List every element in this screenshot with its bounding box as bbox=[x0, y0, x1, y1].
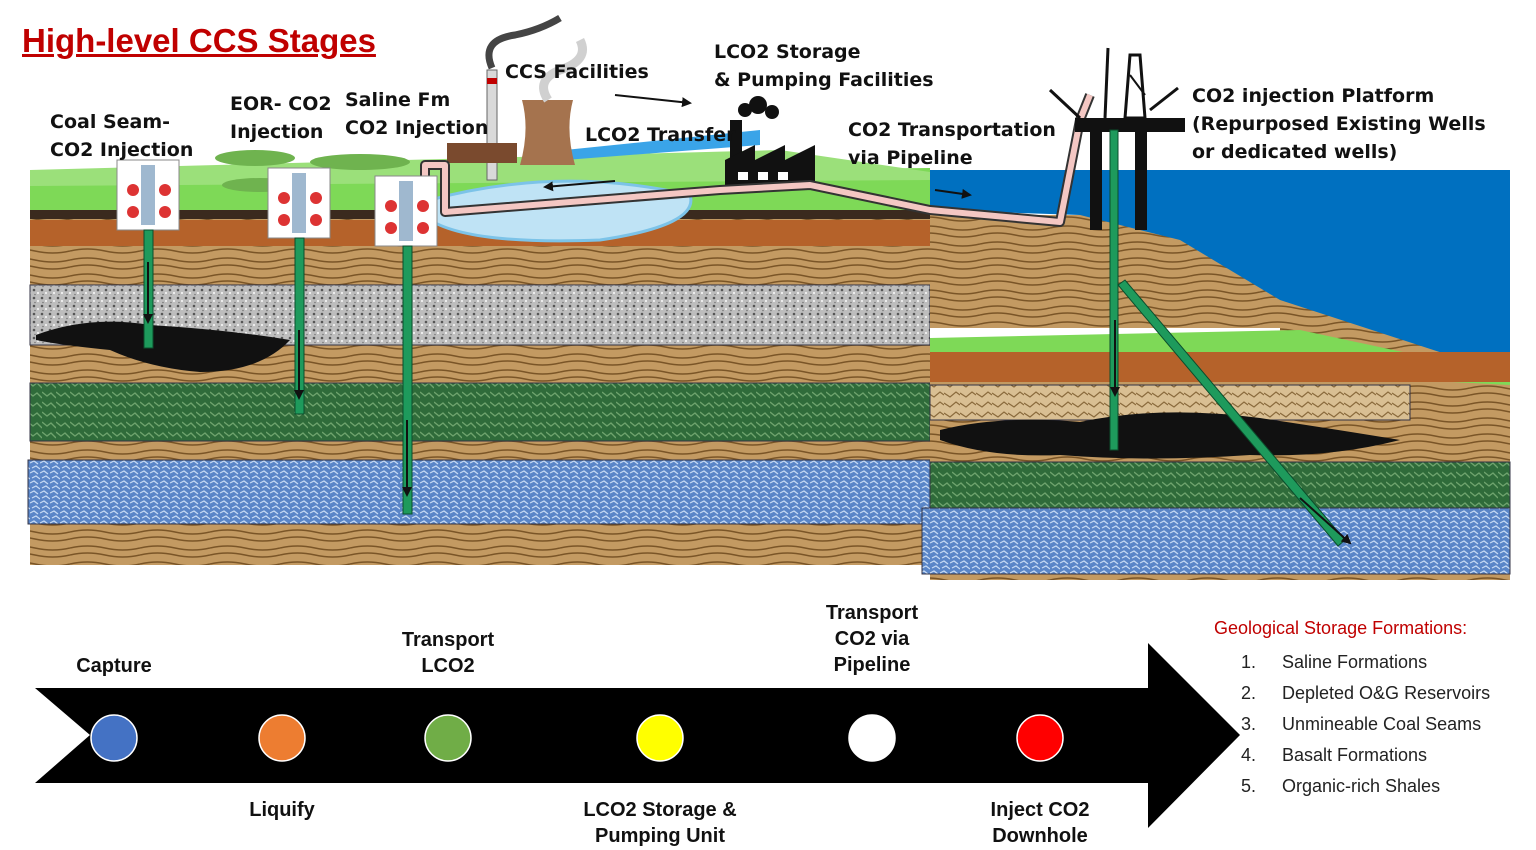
label-line: CO2 injection Platform bbox=[1192, 85, 1435, 107]
legend-text: Organic-rich Shales bbox=[1282, 776, 1441, 796]
pipeline bbox=[420, 93, 1095, 227]
factory-icon bbox=[725, 96, 815, 190]
legend-item: 4. Basalt Formations bbox=[1214, 740, 1490, 771]
label-line: Coal Seam- bbox=[50, 111, 171, 133]
label-lco2-storage: LCO2 Storage & Pumping Facilities bbox=[714, 38, 934, 94]
stage-label-inject: Inject CO2 Downhole bbox=[991, 797, 1090, 849]
label-line: EOR- CO2 bbox=[230, 93, 332, 115]
legend-text: Basalt Formations bbox=[1282, 745, 1428, 765]
legend-list: 1. Saline Formations 2. Depleted O&G Reser… bbox=[1214, 647, 1490, 802]
stage-dot bbox=[1016, 714, 1064, 762]
label-line: CO2 Injection bbox=[50, 139, 194, 161]
legend: Geological Storage Formations: 1. Saline … bbox=[1214, 618, 1490, 802]
legend-item: 1. Saline Formations bbox=[1214, 647, 1490, 678]
legend-text: Unmineable Coal Seams bbox=[1282, 714, 1482, 734]
legend-item: 2. Depleted O&G Reservoirs bbox=[1214, 678, 1490, 709]
river bbox=[565, 130, 760, 160]
legend-item: 5. Organic-rich Shales bbox=[1214, 771, 1490, 802]
label-line: via Pipeline bbox=[848, 147, 973, 169]
stage-dot bbox=[258, 714, 306, 762]
label-line: (Repurposed Existing Wells bbox=[1192, 113, 1486, 135]
well-coal-seam bbox=[116, 159, 180, 349]
arrow-transfer bbox=[543, 180, 616, 192]
label-eor: EOR- CO2 Injection bbox=[230, 90, 332, 146]
label-line: CO2 Transportation bbox=[848, 119, 1056, 141]
label-line: CCS Facilities bbox=[505, 61, 649, 83]
stage-label-capture: Capture bbox=[76, 653, 152, 679]
stage-label-pipeline: Transport CO2 via Pipeline bbox=[826, 600, 918, 678]
legend-number: 5. bbox=[1241, 776, 1257, 796]
stage-dot bbox=[90, 714, 138, 762]
stage-line: Pipeline bbox=[833, 654, 911, 676]
stage-label-liquify: Liquify bbox=[249, 797, 315, 823]
stage-line: CO2 via bbox=[834, 628, 910, 650]
label-line: LCO2 Transfer bbox=[585, 124, 736, 146]
legend-number: 4. bbox=[1241, 745, 1257, 765]
stage-dot bbox=[636, 714, 684, 762]
stage-dot bbox=[848, 714, 896, 762]
stage-dots bbox=[90, 714, 1064, 762]
legend-text: Depleted O&G Reservoirs bbox=[1282, 683, 1491, 703]
stage-label-transport-lco2: Transport LCO2 bbox=[402, 627, 494, 679]
label-co2-transport: CO2 Transportation via Pipeline bbox=[848, 116, 1056, 172]
page-title: High-level CCS Stages bbox=[22, 22, 376, 59]
label-line: Injection bbox=[230, 121, 324, 143]
label-platform: CO2 injection Platform (Repurposed Exist… bbox=[1192, 82, 1486, 166]
label-line: LCO2 Storage bbox=[714, 41, 861, 63]
label-line: or dedicated wells) bbox=[1192, 141, 1398, 163]
label-ccs-facilities: CCS Facilities bbox=[505, 58, 649, 86]
stage-line: LCO2 Storage & bbox=[583, 799, 737, 821]
arrow-to-storage bbox=[614, 94, 692, 108]
saline-layer bbox=[29, 382, 931, 442]
power-plant bbox=[447, 14, 587, 181]
well-eor bbox=[267, 167, 331, 415]
legend-number: 2. bbox=[1241, 683, 1257, 703]
stage-label-storage: LCO2 Storage & Pumping Unit bbox=[583, 797, 736, 849]
label-coal-seam: Coal Seam- CO2 Injection bbox=[50, 108, 193, 164]
stage-line: Liquify bbox=[249, 799, 315, 821]
label-line: & Pumping Facilities bbox=[714, 69, 934, 91]
label-line: Saline Fm bbox=[345, 89, 451, 111]
reservoir bbox=[940, 412, 1400, 459]
legend-item: 3. Unmineable Coal Seams bbox=[1214, 709, 1490, 740]
right-land-block bbox=[921, 170, 1511, 580]
label-line: CO2 Injection bbox=[345, 117, 489, 139]
stage-dot bbox=[424, 714, 472, 762]
coal-seam bbox=[36, 321, 290, 372]
well-saline bbox=[374, 175, 438, 515]
stage-line: Transport bbox=[825, 602, 919, 624]
legend-text: Saline Formations bbox=[1282, 652, 1428, 672]
stage-line: Transport bbox=[401, 629, 495, 651]
arrow-pipeline bbox=[934, 188, 972, 199]
stage-line: LCO2 bbox=[421, 655, 475, 677]
legend-title: Geological Storage Formations: bbox=[1214, 618, 1468, 638]
legend-number: 3. bbox=[1241, 714, 1257, 734]
stage-line: Capture bbox=[76, 655, 152, 677]
stage-line: Pumping Unit bbox=[595, 825, 725, 847]
label-saline: Saline Fm CO2 Injection bbox=[345, 86, 488, 142]
label-lco2-transfer: LCO2 Transfer bbox=[585, 121, 735, 149]
basalt-layer bbox=[27, 459, 931, 525]
offshore-platform bbox=[1048, 47, 1352, 547]
legend-number: 1. bbox=[1241, 652, 1257, 672]
stage-line: Downhole bbox=[992, 825, 1088, 847]
stage-line: Inject CO2 bbox=[990, 799, 1090, 821]
